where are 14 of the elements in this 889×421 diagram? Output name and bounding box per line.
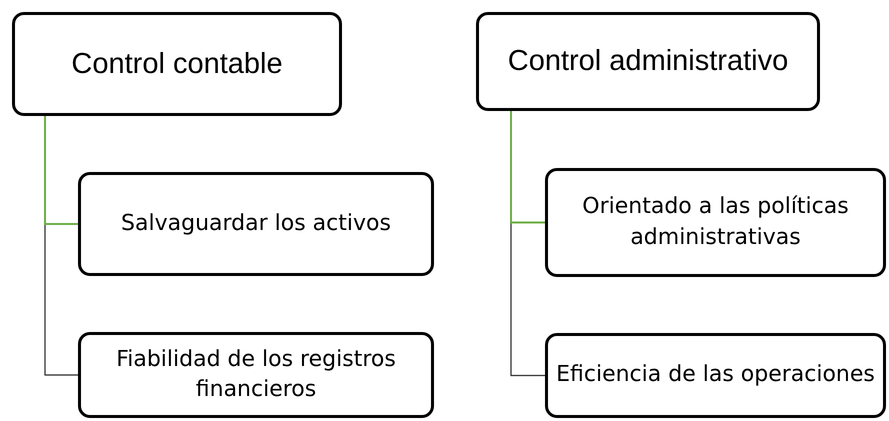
rounded-box xyxy=(545,333,886,418)
rounded-box xyxy=(545,168,886,277)
connector-line xyxy=(44,116,78,225)
box-text: Fiabilidad de los registros financieros xyxy=(115,346,397,404)
rounded-box xyxy=(476,12,820,111)
box-text: Orientado a las políticas administrativas xyxy=(581,193,850,252)
box-text: Control contable xyxy=(71,46,283,82)
rounded-box xyxy=(78,332,434,418)
box-text: Control administrativo xyxy=(508,44,788,80)
connector-line xyxy=(510,111,545,224)
box-text: Eficiencia de las operaciones xyxy=(556,361,875,390)
box-text: Salvaguardar los activos xyxy=(121,210,391,238)
rounded-box xyxy=(12,12,342,116)
rounded-box xyxy=(78,172,434,276)
